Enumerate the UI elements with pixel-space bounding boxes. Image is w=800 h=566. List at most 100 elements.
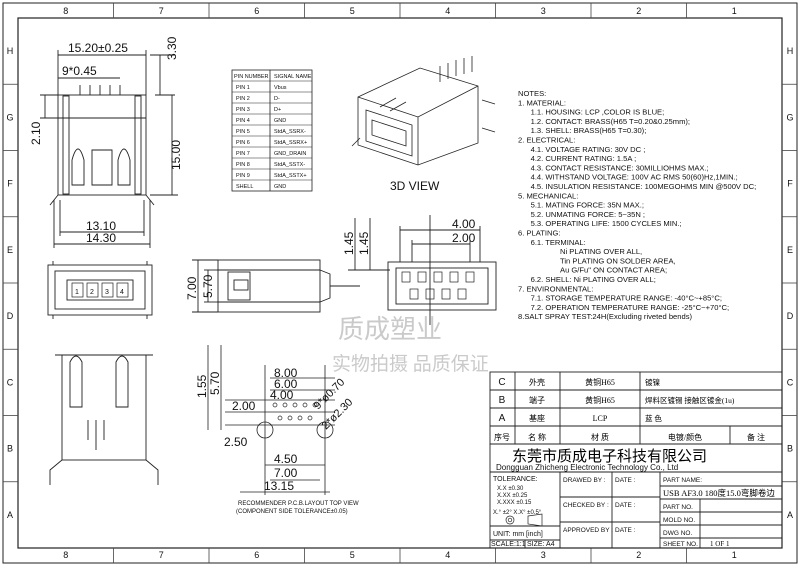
pcb-caption-1: RECOMMENDER P.C.B.LAYOUT TOP VIEW [238, 501, 359, 507]
frame-left-letter: C [7, 377, 14, 387]
signal-name-cell: StdA_SSTX- [274, 162, 305, 168]
pin-number-cell: PIN 5 [236, 129, 250, 135]
dim-15-20: 15.20±0.25 [68, 41, 128, 55]
frame-left-letter: F [7, 179, 13, 189]
scale-label: SCALE:1:1 [491, 541, 526, 548]
note-line: 5.2. UNMATING FORCE: 5~35N ; [531, 210, 645, 219]
bom-material: LCP [593, 414, 608, 423]
size-label: SIZE: A4 [527, 541, 555, 548]
tolerance-xx: X.XX ±0.25 [497, 493, 528, 499]
unit-label: UNIT: mm [inch] [493, 531, 543, 538]
bom-header-material: 材 质 [591, 432, 609, 442]
pin-number-cell: SHELL [236, 184, 253, 190]
pcb-dim-13-15: 13.15 [264, 479, 294, 493]
signal-name-cell: GND [274, 184, 286, 190]
dim-9x045: 9*0.45 [62, 64, 97, 78]
note-line: 1.3. SHELL: BRASS(H65 T=0.30); [531, 126, 647, 135]
pin-table-header: PIN NUMBER [234, 74, 269, 80]
note-line: 5. MECHANICAL: [518, 191, 578, 200]
note-line: 1.2. CONTACT: BRASS(H65 T=0.20&0.25mm); [531, 117, 690, 126]
frame-bottom-number: 8 [63, 550, 68, 560]
side-pin-number: 2 [90, 289, 94, 296]
dim-2-10: 2.10 [29, 121, 43, 145]
note-line: Ni PLATING OVER ALL, [560, 247, 642, 256]
note-line: 4.5. INSULATION RESISTANCE: 100MEGOHMS M… [531, 182, 757, 191]
pin-number-cell: PIN 2 [236, 96, 250, 102]
pcb-dim-2-50: 2.50 [224, 435, 248, 449]
pin-number-cell: PIN 3 [236, 107, 250, 113]
frame-top-number: 2 [636, 6, 641, 16]
frame-left-letter: A [7, 510, 13, 520]
pin-number-cell: PIN 7 [236, 151, 250, 157]
bom-header-note: 备 注 [747, 432, 765, 442]
dim-13-10: 13.10 [86, 219, 116, 233]
note-line: 4.3. CONTACT RESISTANCE: 30MILLIOHMS MAX… [531, 163, 709, 172]
mold-no-label: MOLD NO. [663, 517, 695, 524]
frame-bottom-number: 4 [445, 550, 450, 560]
drawn-date-label: DATE : [615, 477, 636, 484]
bom-part: 外壳 [529, 377, 545, 387]
front-view [40, 50, 178, 248]
frame-top-number: 3 [541, 6, 546, 16]
tolerance-title: TOLERANCE: [493, 476, 538, 483]
frame-top-number: 7 [159, 6, 164, 16]
pin-number-cell: PIN 1 [236, 85, 250, 91]
note-line: Au G/Fu" ON CONTACT AREA; [560, 266, 667, 275]
frame-left-letter: G [6, 112, 13, 122]
profile-view [192, 259, 360, 313]
dim-3-30: 3.30 [165, 36, 179, 60]
bom-header-id: 序号 [494, 432, 510, 442]
pcb-dim-1-55: 1.55 [195, 374, 209, 398]
pin-number-cell: PIN 4 [236, 118, 250, 124]
note-line: 8.SALT SPRAY TEST:24H(Excluding riveted … [518, 312, 693, 321]
dim-1-45-a: 1.45 [342, 231, 356, 255]
pcb-dim-4-50: 4.50 [274, 452, 298, 466]
bom-id: B [499, 395, 506, 406]
dwg-no-label: DWG NO. [663, 530, 692, 537]
note-line: 1.1. HOUSING: LCP ,COLOR IS BLUE; [531, 108, 665, 117]
sheet-no-label: SHEET NO. [663, 541, 698, 548]
note-line: 6.2. SHELL: Ni PLATING OVER ALL; [531, 275, 656, 284]
pin-number-cell: PIN 8 [236, 162, 250, 168]
bom-finish: 蓝 色 [645, 413, 662, 423]
signal-name-cell: D+ [274, 107, 281, 113]
bom-header-finish: 电镀/颜色 [668, 432, 702, 442]
frame-bottom-number: 6 [254, 550, 259, 560]
frame-bottom-number: 5 [350, 550, 355, 560]
mating-face-pins [401, 271, 475, 300]
note-line: 4.4. WITHSTAND VOLTAGE: 100V AC RMS 50(6… [531, 173, 738, 182]
note-line: 4.2. CURRENT RATING: 1.5A ; [531, 154, 637, 163]
dim-14-30: 14.30 [86, 231, 116, 245]
note-line: 5.3. OPERATING LIFE: 1500 CYCLES MIN.; [531, 219, 682, 228]
bom-finish: 镀镍 [645, 377, 660, 387]
frame-right-letter: D [787, 311, 794, 321]
pcb-dim-2-00: 2.00 [232, 399, 256, 413]
frame-right-letter: G [786, 112, 793, 122]
note-line: 4.1. VOLTAGE RATING: 30V DC ; [531, 145, 646, 154]
frame-bottom-number: 1 [732, 550, 737, 560]
title-block [489, 443, 783, 549]
view-3d-label: 3D VIEW [390, 179, 440, 193]
frame-right-letter: A [787, 510, 793, 520]
note-line: 7. ENVIRONMENTAL: [518, 284, 593, 293]
note-line: Tin PLATING ON SOLDER AREA, [560, 256, 676, 265]
note-line: 6. PLATING: [518, 229, 560, 238]
part-no-label: PART NO. [663, 504, 693, 511]
frame-left-letter: D [7, 311, 14, 321]
pin-number-cell: PIN 9 [236, 173, 250, 179]
dim-1-45-b: 1.45 [357, 231, 371, 255]
side-pin-number: 4 [120, 289, 124, 296]
pcb-dim-8-00: 8.00 [274, 366, 298, 380]
frame-bottom-number: 7 [159, 550, 164, 560]
approved-date-label: DATE : [615, 527, 636, 534]
tolerance-x: X.X ±0.30 [497, 486, 524, 492]
bom-part: 基座 [529, 413, 545, 423]
signal-name-cell: StdA_SSRX- [274, 129, 306, 135]
frame-top-number: 6 [254, 6, 259, 16]
frame-top-number: 5 [350, 6, 355, 16]
